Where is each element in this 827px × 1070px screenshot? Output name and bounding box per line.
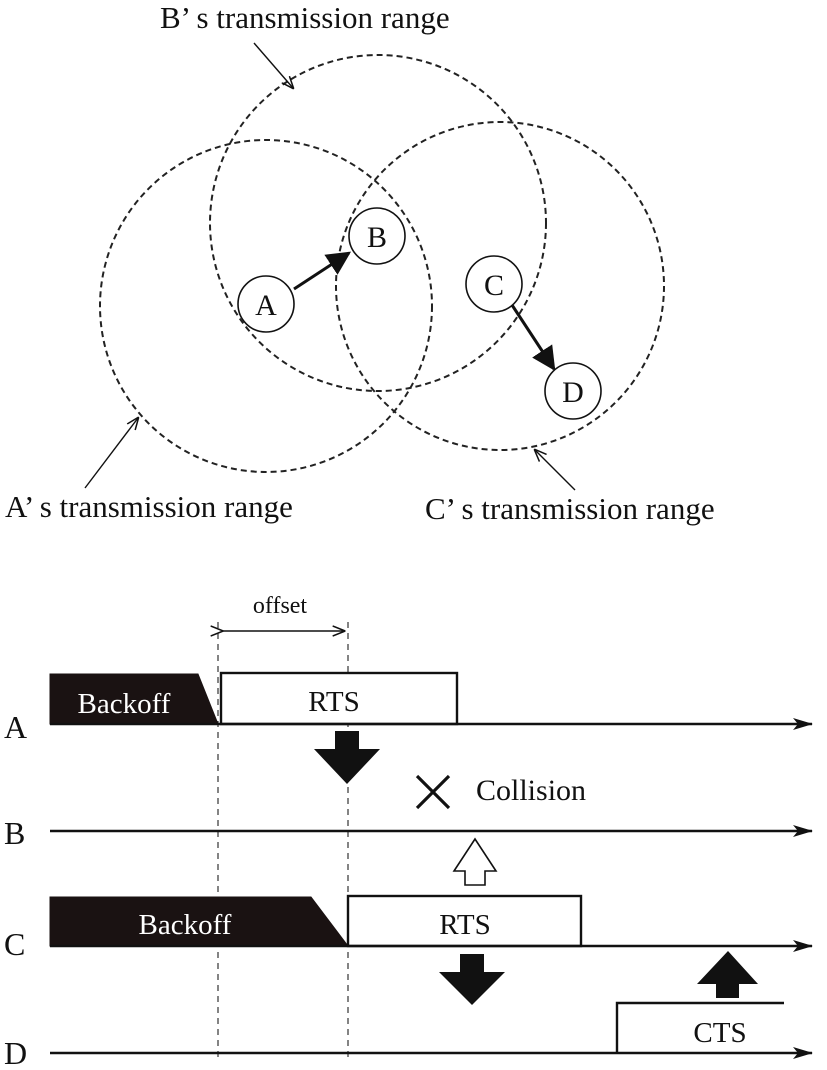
timing-diagram: offset A Backoff RTS Collision B C B [4,593,813,1070]
c-down-arrow [439,954,505,1005]
d-cts-label: CTS [693,1017,746,1049]
node-b: B [348,207,406,265]
b-range-label: B’ s transmission range [160,0,450,35]
timeline-row-b: B [4,815,813,886]
a-rts-label: RTS [308,686,359,718]
d-cts-frame [615,1001,784,1053]
c-transmission-range [335,121,665,451]
c-range-pointer [535,450,576,491]
a-to-b-link [293,251,352,291]
timeline-row-d: D CTS [4,1001,813,1070]
c-backoff-label: Backoff [139,909,232,941]
a-rts-frame [219,671,459,726]
node-c-label: C [484,269,504,302]
row-a-label: A [4,709,27,745]
collision-marker: Collision [415,774,586,810]
c-to-d-link [510,304,556,372]
node-a-label: A [255,289,277,322]
b-range-pointer [253,42,293,88]
timeline-row-c: C Backoff RTS [4,894,813,1005]
node-d: D [544,362,602,420]
node-d-label: D [562,376,584,409]
row-c-label: C [4,926,25,962]
c-rts-label: RTS [439,909,490,941]
b-transmission-range [209,54,547,392]
range-diagram: B’ s transmission range A’ s transmissio… [5,0,715,526]
c-range-label: C’ s transmission range [425,491,715,526]
a-range-label: A’ s transmission range [5,489,293,524]
collision-label: Collision [476,774,586,807]
a-down-arrow [314,731,380,784]
row-d-label: D [4,1035,27,1070]
node-a: A [237,275,295,333]
node-c: C [465,255,523,313]
row-b-label: B [4,815,25,851]
a-transmission-range [99,139,433,473]
timeline-row-a: A Backoff RTS [4,671,813,784]
offset-label: offset [253,593,308,619]
a-backoff-label: Backoff [78,688,171,720]
b-up-arrow [452,837,498,886]
d-up-arrow [697,951,758,998]
a-range-pointer [84,418,138,489]
node-b-label: B [367,221,387,254]
